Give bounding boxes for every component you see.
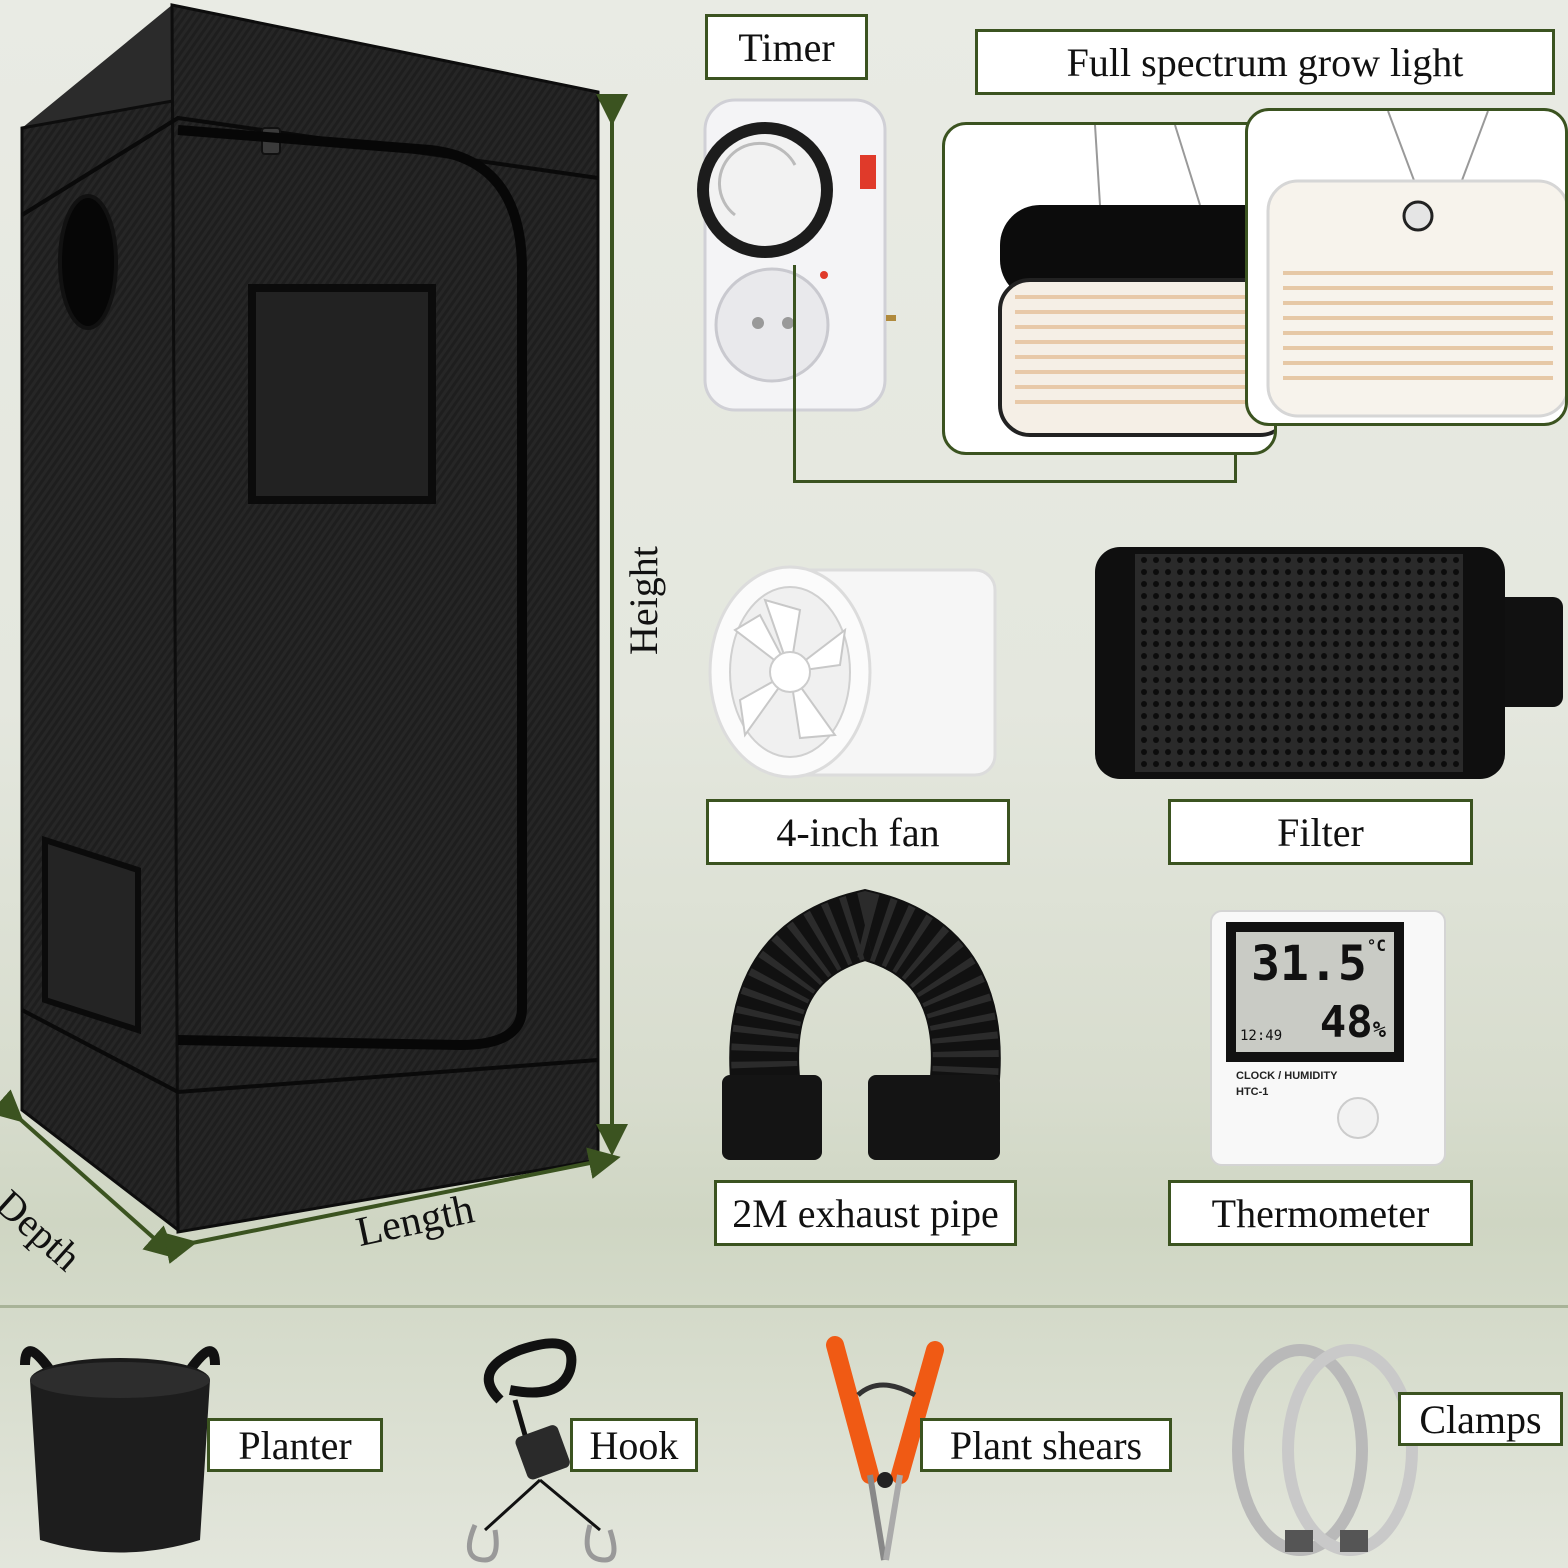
exhaust-pipe-label: 2M exhaust pipe — [714, 1180, 1017, 1246]
clamps-label: Clamps — [1398, 1392, 1563, 1446]
timer-image — [697, 98, 896, 412]
planter-image — [20, 1346, 220, 1553]
temperature-unit: °C — [1366, 936, 1386, 955]
hook-image — [466, 1338, 617, 1563]
thermometer-label: Thermometer — [1168, 1180, 1473, 1246]
height-label: Height — [621, 546, 666, 655]
plant-shears-label: Plant shears — [920, 1418, 1172, 1472]
thermometer-model: HTC-1 — [1236, 1086, 1269, 1098]
clock-value: 12:49 — [1240, 1028, 1283, 1044]
grow-light-label: Full spectrum grow light — [975, 29, 1555, 95]
thermometer-screen: 31.5°C 12:49 48% — [1226, 922, 1404, 1062]
grow-light-white-panel — [1245, 108, 1568, 426]
planter-label: Planter — [207, 1418, 383, 1472]
filter-image — [1095, 547, 1563, 779]
dimension-arrows — [0, 94, 628, 1264]
thermometer-button — [1337, 1097, 1379, 1139]
section-divider — [0, 1305, 1568, 1308]
clamps-image — [1232, 1344, 1418, 1556]
humidity-value: 48 — [1319, 997, 1373, 1048]
fan-image — [708, 565, 997, 779]
thermometer-brand: CLOCK / HUMIDITY — [1236, 1070, 1338, 1082]
grow-tent — [0, 0, 640, 1300]
grow-light-black-panel — [942, 122, 1277, 455]
thermometer-image: 31.5°C 12:49 48% CLOCK / HUMIDITY HTC-1 — [1210, 910, 1446, 1166]
plant-shears-image — [826, 1336, 944, 1561]
exhaust-pipe-image — [722, 889, 1001, 1160]
filter-label: Filter — [1168, 799, 1473, 865]
humidity-unit: % — [1372, 1018, 1386, 1043]
timer-label: Timer — [705, 14, 868, 80]
hook-label: Hook — [570, 1418, 698, 1472]
fan-label: 4-inch fan — [706, 799, 1010, 865]
temperature-value: 31.5 — [1251, 936, 1367, 992]
